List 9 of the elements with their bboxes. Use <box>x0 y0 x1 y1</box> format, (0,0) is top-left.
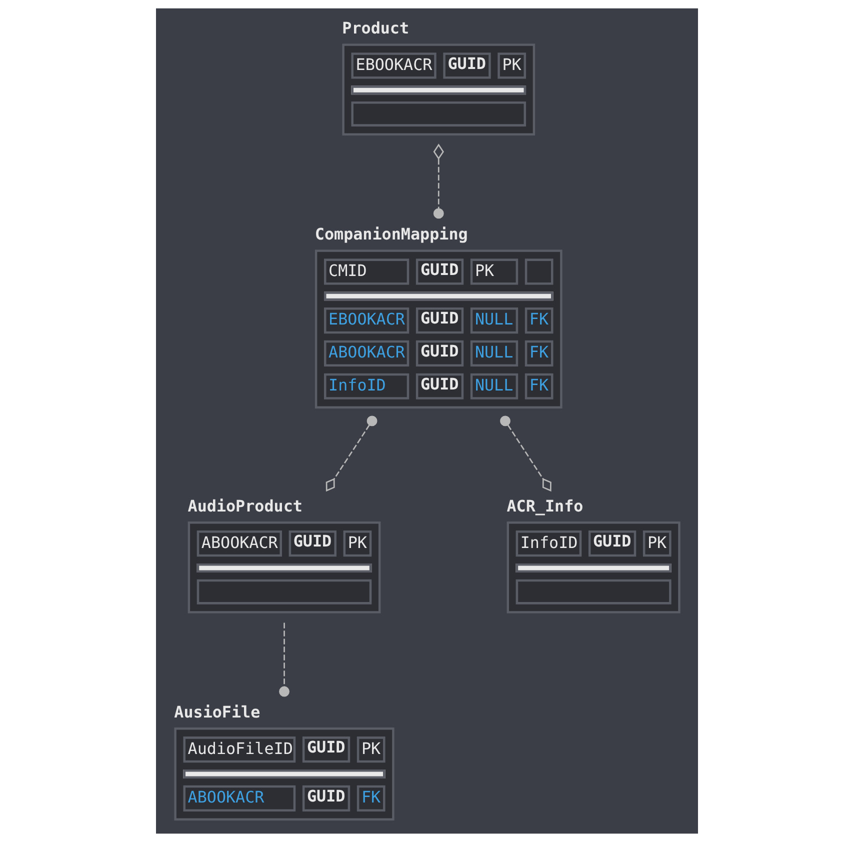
node-label: AusioFile <box>174 702 260 722</box>
connector <box>326 416 378 492</box>
node-label: Product <box>342 18 410 38</box>
node-label: AudioProduct <box>188 496 302 516</box>
node-label: ACR_Info <box>506 496 584 516</box>
connector <box>500 416 552 492</box>
node-label: CompanionMapping <box>314 224 468 244</box>
connector <box>433 144 444 219</box>
connector <box>279 622 290 697</box>
